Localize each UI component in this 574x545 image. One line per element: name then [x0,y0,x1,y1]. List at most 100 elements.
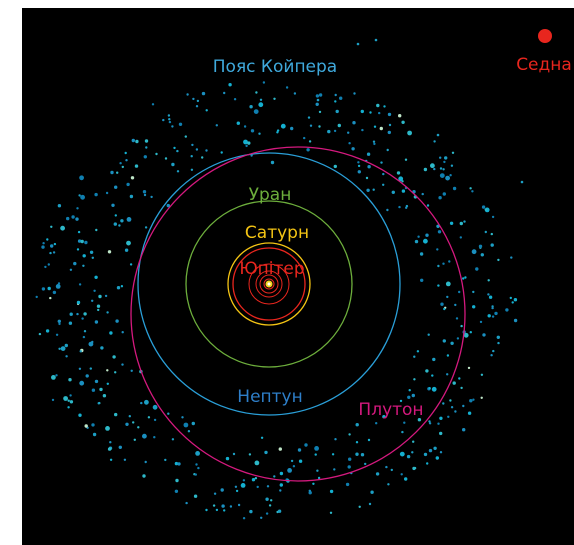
kuiper-object [242,479,246,482]
kuiper-object [107,250,112,254]
kuiper-object [191,143,194,147]
kuiper-object [459,236,462,239]
kuiper-object [107,447,112,451]
kuiper-object [480,373,484,376]
kuiper-object [436,133,440,137]
kuiper-object [414,239,419,244]
kuiper-object [171,438,175,441]
kuiper-object [91,388,96,392]
kuiper-object [444,156,448,160]
kuiper-object [353,92,356,95]
kuiper-object [150,195,153,199]
kuiper-object [399,399,403,403]
kuiper-object [471,190,474,193]
kuiper-object [105,191,109,195]
kuiper-object [400,473,403,476]
kuiper-object [88,341,94,347]
kuiper-object [118,224,121,227]
label-neptune: Нептун [237,387,302,407]
kuiper-object [38,332,42,336]
kuiper-object [399,451,405,457]
kuiper-object [116,171,119,174]
kuiper-object [488,295,493,299]
kuiper-object [290,459,294,463]
kuiper-object [480,253,484,257]
kuiper-object [100,346,104,350]
kuiper-object [174,489,179,493]
kuiper-object [131,138,135,143]
kuiper-object [448,260,451,263]
kuiper-object [417,235,420,238]
kuiper-object [235,489,239,493]
kuiper-object [109,441,112,444]
kuiper-object [69,268,73,271]
kuiper-object [464,276,467,279]
kuiper-object [329,489,334,494]
kuiper-object [176,149,179,153]
kuiper-object [382,415,386,419]
kuiper-object [68,321,73,325]
kuiper-object [376,103,380,108]
kuiper-object [361,128,364,132]
kuiper-object [254,460,260,466]
kuiper-object [439,431,443,436]
kuiper-object [419,252,424,256]
kuiper-object [50,225,53,228]
kuiper-object [85,374,89,378]
kuiper-object [114,214,118,217]
kuiper-object [195,105,199,108]
kuiper-object [52,251,56,254]
kuiper-object [334,438,337,441]
kuiper-object [51,375,56,380]
kuiper-object [82,254,86,258]
kuiper-object [421,192,424,196]
kuiper-object [237,503,241,507]
kuiper-object [491,315,495,318]
kuiper-object [437,422,440,425]
kuiper-object [151,103,155,106]
kuiper-object [145,146,148,149]
kuiper-object [65,355,68,358]
kuiper-object [458,377,461,380]
kuiper-object [178,122,183,127]
kuiper-object [111,203,115,207]
kuiper-object [364,462,367,466]
kuiper-object [35,295,38,299]
kuiper-object [435,456,439,460]
kuiper-object [404,158,408,161]
kuiper-object [513,298,518,302]
kuiper-object [52,290,57,295]
kuiper-object [47,286,51,291]
kuiper-object [223,509,226,512]
kuiper-object [348,142,351,145]
kuiper-object [164,458,167,462]
kuiper-object [250,129,255,133]
kuiper-object [318,125,321,128]
kuiper-object [369,111,372,114]
label-kuiper-belt: Пояс Койпера [213,57,337,77]
kuiper-object [58,322,61,326]
kuiper-object [187,430,191,433]
kuiper-object [243,125,247,128]
kuiper-object [243,139,248,145]
kuiper-object [334,100,337,103]
kuiper-object [114,185,118,189]
kuiper-object [433,140,436,143]
kuiper-object [442,339,446,343]
kuiper-object [113,222,118,226]
kuiper-object [155,152,158,156]
kuiper-object [258,102,264,108]
kuiper-object [73,261,77,266]
kuiper-object [64,343,69,348]
kuiper-object [63,396,68,401]
kuiper-object [481,205,486,209]
kuiper-object [205,149,208,152]
kuiper-object [133,438,136,441]
kuiper-object [260,436,264,439]
kuiper-object [121,363,124,366]
kuiper-object [315,102,319,107]
kuiper-object [487,279,490,282]
kuiper-object [95,228,98,232]
kuiper-object [355,452,359,456]
kuiper-object [439,416,443,420]
